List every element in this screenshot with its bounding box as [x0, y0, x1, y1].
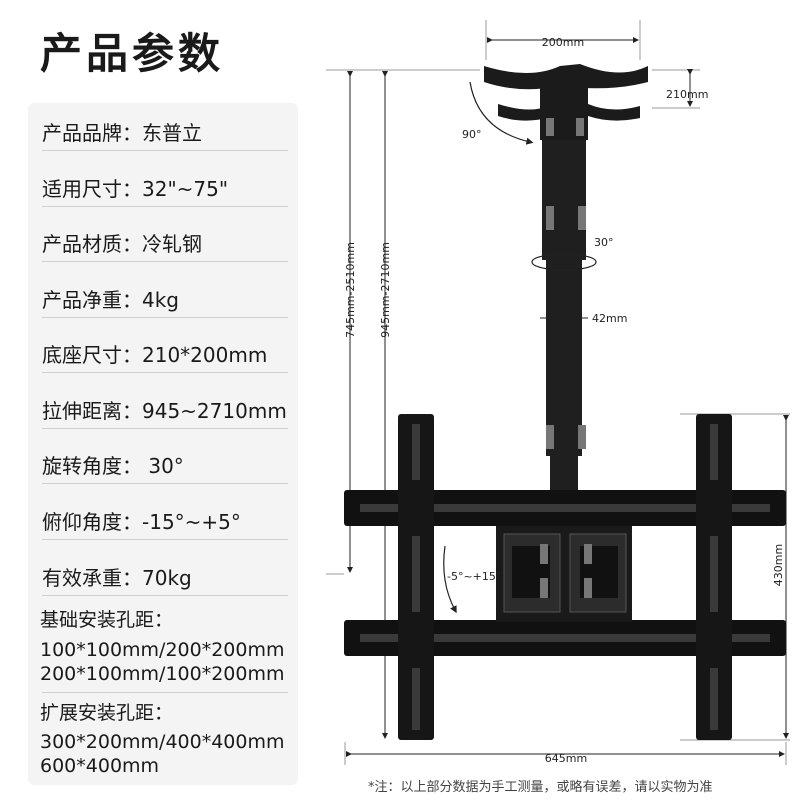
divider [42, 261, 288, 262]
rail-slots [412, 424, 718, 730]
spec-label: 旋转角度： [42, 454, 142, 478]
bar-slots [360, 504, 770, 642]
vertical-rails-front [398, 480, 732, 668]
spec-row-material: 产品材质：冷轧钢 [42, 228, 288, 257]
spec-value: 945~2710mm [142, 399, 287, 423]
plate-height-label: 430mm [772, 544, 785, 586]
range-outer-label: 745mm-2510mm [344, 242, 357, 338]
range-inner-label: 945mm-2710mm [379, 242, 392, 338]
plate-width-label: 645mm [545, 752, 587, 765]
pole-diameter-label: 42mm [592, 312, 627, 325]
dimension-labels: 200mm 210mm 90° 30° 42mm -5°~+15° 645mm … [344, 36, 785, 765]
divider [42, 539, 288, 540]
spec-value: 4kg [142, 288, 180, 312]
spec-label: 适用尺寸： [42, 177, 142, 201]
spec-value: 冷轧钢 [142, 232, 202, 256]
base-width-label: 200mm [542, 36, 584, 49]
spec-value: 32"~75" [142, 177, 229, 201]
swivel-label: 30° [594, 236, 614, 249]
spec-label: 俯仰角度： [42, 510, 142, 534]
dimension-guides [326, 20, 790, 765]
pole-bolts [546, 118, 586, 449]
divider [42, 483, 288, 484]
spec-row-rotation: 旋转角度： 30° [42, 450, 288, 479]
rotation-arcs [443, 81, 597, 614]
ext-holes-label: 扩展安装孔距： [40, 702, 174, 724]
spec-value: 70kg [142, 566, 192, 590]
spec-value: -15°~+5° [142, 510, 241, 534]
spec-label: 产品品牌： [42, 121, 142, 145]
spec-row-size: 适用尺寸：32"~75" [42, 173, 288, 202]
divider [42, 692, 288, 693]
center-plate [496, 526, 632, 622]
ceiling-base [484, 64, 648, 140]
divider [42, 150, 288, 151]
base-holes-label: 基础安装孔距： [40, 609, 174, 631]
spec-row-tilt: 俯仰角度：-15°~+5° [42, 506, 288, 535]
spec-value: 东普立 [142, 121, 202, 145]
spec-label: 拉伸距离： [42, 399, 142, 423]
spec-row-brand: 产品品牌：东普立 [42, 117, 288, 146]
ext-holes-line: 600*400mm [40, 755, 160, 777]
spec-label: 底座尺寸： [42, 343, 142, 367]
telescopic-pole [542, 140, 586, 496]
spec-panel [28, 103, 298, 785]
spec-value: 210*200mm [142, 343, 268, 367]
divider [42, 317, 288, 318]
dimension-arrows [346, 37, 789, 757]
spec-row-base-size: 底座尺寸：210*200mm [42, 339, 288, 368]
spec-row-stretch: 拉伸距离：945~2710mm [42, 395, 288, 424]
spec-row-load: 有效承重：70kg [42, 562, 288, 591]
divider [42, 595, 288, 596]
divider [42, 372, 288, 373]
page-title: 产品参数 [40, 29, 225, 78]
spec-value: 30° [142, 454, 184, 478]
spec-row-weight: 产品净重：4kg [42, 284, 288, 313]
base-holes-line: 100*100mm/200*200mm [40, 639, 285, 661]
base-holes-line: 200*100mm/100*200mm [40, 663, 285, 685]
spec-label: 产品净重： [42, 288, 142, 312]
spec-label: 有效承重： [42, 566, 142, 590]
divider [42, 428, 288, 429]
divider [42, 206, 288, 207]
base-rotation-label: 90° [462, 128, 482, 141]
ext-holes-line: 300*200mm/400*400mm [40, 731, 285, 753]
disclaimer-note: *注：以上部分数据为手工测量，或略有误差，请以实物为准 [368, 780, 713, 795]
base-depth-label: 210mm [666, 88, 708, 101]
spec-label: 产品材质： [42, 232, 142, 256]
tilt-label: -5°~+15° [447, 570, 501, 583]
